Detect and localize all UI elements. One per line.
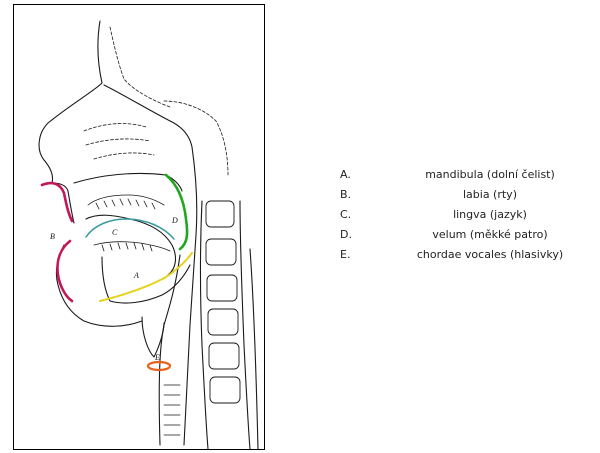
face-profile-outline <box>39 21 102 183</box>
legend-text: labia (rty) <box>380 188 600 201</box>
legend-item-b: B. labia (rty) <box>340 188 600 208</box>
label-c: C <box>112 228 118 237</box>
legend-item-e: E. chordae vocales (hlasivky) <box>340 248 600 268</box>
turbinates-dashed <box>84 124 154 159</box>
tongue-body <box>86 215 175 275</box>
legend-item-a: A. mandibula (dolní čelist) <box>340 168 600 188</box>
legend: A. mandibula (dolní čelist) B. labia (rt… <box>340 168 600 268</box>
skull-base-dashed <box>164 101 228 175</box>
neck-back-outline <box>250 249 258 449</box>
anatomy-figure: A B C D E <box>13 4 265 450</box>
legend-letter: E. <box>340 248 350 261</box>
mandible-body <box>102 257 190 303</box>
velum-highlight <box>166 175 187 249</box>
mandibula-highlight <box>100 253 192 301</box>
vocal-tract-diagram: A B C D E <box>14 5 264 449</box>
legend-text: lingva (jazyk) <box>380 208 600 221</box>
label-d: D <box>171 216 178 225</box>
legend-item-d: D. velum (měkké patro) <box>340 228 600 248</box>
vertebra-2 <box>206 239 236 265</box>
upper-teeth <box>88 195 164 209</box>
legend-letter: C. <box>340 208 351 221</box>
nasal-cavity-outline <box>104 85 192 147</box>
spine-column-back <box>240 201 250 449</box>
nasal-cavity-dashed <box>110 27 170 107</box>
pharynx-wall <box>184 147 197 445</box>
spine-column-front <box>201 201 209 449</box>
legend-letter: D. <box>340 228 352 241</box>
legend-item-c: C. lingva (jazyk) <box>340 208 600 228</box>
legend-text: velum (měkké patro) <box>380 228 600 241</box>
vertebra-6 <box>210 377 240 403</box>
vertebra-5 <box>209 343 239 369</box>
legend-text: mandibula (dolní čelist) <box>380 168 600 181</box>
legend-letter: A. <box>340 168 351 181</box>
label-b: B <box>50 232 55 241</box>
vertebra-1 <box>206 201 234 227</box>
lingva-highlight <box>86 219 174 239</box>
legend-letter: B. <box>340 188 351 201</box>
vertebra-4 <box>208 309 238 335</box>
trachea-rings <box>164 385 180 435</box>
label-e: E <box>154 353 160 362</box>
lower-teeth <box>94 242 170 251</box>
legend-text: chordae vocales (hlasivky) <box>380 248 600 261</box>
chordae-highlight <box>148 362 170 370</box>
lower-lip-chin-outline <box>56 245 142 326</box>
vertebra-3 <box>207 275 237 301</box>
label-a: A <box>133 271 139 280</box>
